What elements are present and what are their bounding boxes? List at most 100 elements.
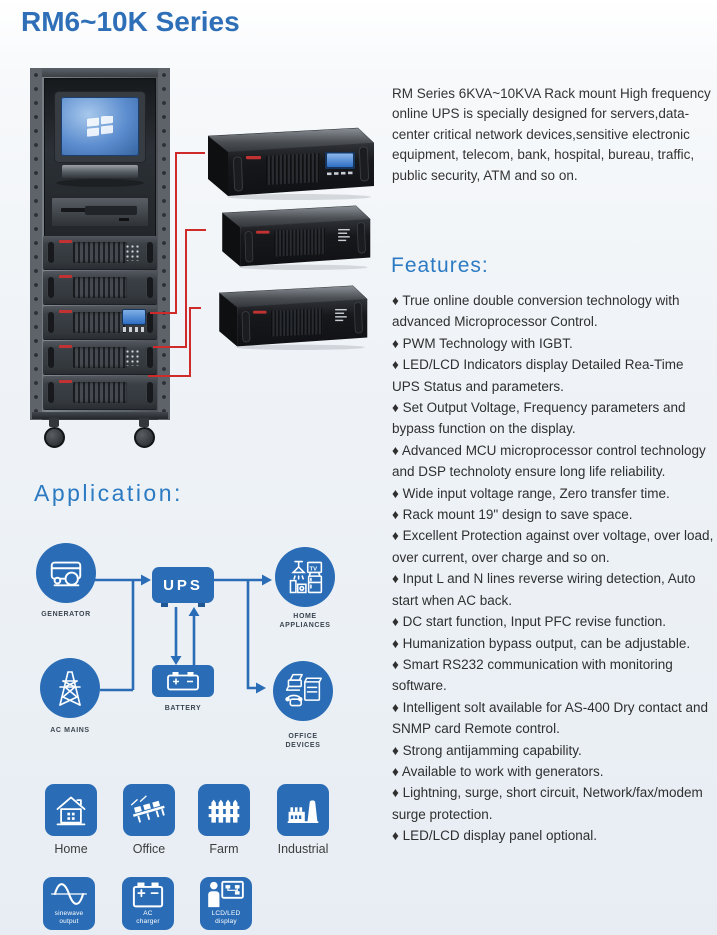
usage-tile-industrial — [277, 784, 329, 836]
feature-item: ♦ PWM Technology with IGBT. — [392, 335, 573, 351]
rack-module — [43, 236, 157, 269]
industrial-factory-icon — [287, 800, 319, 824]
feature-item: ♦ LED/LCD Indicators display Detailed Re… — [392, 357, 684, 394]
office-devices-icon — [285, 673, 322, 707]
brand-logo — [246, 156, 261, 160]
monitor-bay — [44, 78, 156, 238]
cd-drive-slot — [85, 205, 137, 215]
brand-logo — [59, 275, 72, 278]
feature-item: ♦ Advanced MCU microprocessor control te… — [392, 442, 706, 480]
connector-lines — [148, 152, 206, 377]
brand-logo — [59, 345, 72, 348]
monitor-screen — [61, 97, 139, 156]
rack-module — [43, 376, 157, 409]
generator-label: GENERATOR — [41, 611, 91, 618]
usage-caption-home: Home — [54, 842, 88, 856]
rack-module — [43, 341, 157, 374]
usage-caption-industrial: Industrial — [277, 842, 329, 856]
feature-item: ♦ True online double conversion technolo… — [392, 293, 680, 330]
usage-tile-home — [45, 784, 97, 836]
feature-item: ♦ Input L and N lines reverse wiring det… — [392, 571, 696, 608]
farm-fence-icon — [208, 799, 240, 823]
home-appliances-label: HOME APPLIANCES — [279, 613, 331, 629]
feature-item: ♦ Humanization bypass output, can be adj… — [392, 635, 691, 651]
tile-label: AC charger — [136, 910, 160, 925]
features-heading: Features: — [391, 254, 489, 277]
server-rack-photo — [30, 68, 170, 448]
tile-label: sinewave output — [54, 910, 84, 925]
tile-label: LCD/LED display — [211, 910, 241, 925]
feature-item: ♦ Available to work with generators. — [392, 763, 604, 779]
feature-item: ♦ DC start function, Input PFC revise fu… — [392, 614, 667, 630]
ac-mains-node — [40, 658, 100, 718]
home-icon — [56, 796, 86, 826]
ups-label: UPS — [163, 576, 203, 594]
rack-module-with-lcd — [43, 306, 157, 339]
feature-item: ♦ Excellent Protection against over volt… — [392, 528, 714, 565]
feature-item: ♦ Set Output Voltage, Frequency paramete… — [392, 400, 686, 437]
features-list: ♦ True online double conversion technolo… — [392, 290, 714, 847]
ac-mains-tower-icon — [59, 671, 81, 706]
brand-logo — [256, 230, 270, 234]
ups-unit-photo-2 — [221, 205, 371, 270]
office-icon — [130, 795, 165, 823]
feature-item: ♦ Lightning, surge, short circuit, Netwo… — [392, 785, 703, 822]
rack-right-post — [158, 68, 170, 420]
usage-caption-office: Office — [132, 842, 166, 856]
home-appliances-icon: TV — [289, 560, 323, 594]
tv-label: TV — [310, 566, 318, 572]
ups-unit-photo-1 — [207, 127, 374, 200]
brand-logo — [59, 240, 72, 243]
rack-frame — [30, 68, 170, 420]
usage-tile-lcd-display: LCD/LED display — [200, 877, 252, 930]
windows-flag-icon — [87, 115, 113, 137]
brand-logo — [59, 310, 72, 313]
module-buttons — [123, 327, 145, 332]
feature-item: ♦ Intelligent solt available for AS-400 … — [392, 699, 709, 737]
usage-tile-farm — [198, 784, 250, 836]
feature-item: ♦ Smart RS232 communication with monitor… — [392, 656, 673, 694]
caster-wheel — [134, 418, 155, 448]
rack-left-post — [30, 68, 42, 420]
ups-box-foot — [161, 603, 168, 607]
rack-ups-modules — [43, 236, 157, 411]
product-description: RM Series 6KVA~10KVA Rack mount High fre… — [392, 86, 711, 183]
battery-node — [152, 665, 214, 697]
ups-unit-photo-3 — [218, 285, 368, 350]
module-lcd-display — [123, 310, 145, 324]
application-diagram: GENERATOR UPS TV — [0, 520, 380, 765]
ac-charger-battery-icon — [132, 882, 164, 908]
home-appliances-node: TV — [275, 547, 335, 607]
drive-button — [119, 218, 129, 221]
feature-item: ♦ LED/LCD display panel optional. — [392, 828, 598, 844]
feature-item: ♦ Strong antijamming capability. — [392, 742, 582, 758]
rack-base — [32, 412, 168, 419]
brand-logo — [59, 380, 72, 383]
feature-item: ♦ Rack mount 19" design to save space. — [392, 507, 633, 523]
office-devices-label: OFFICE DEVICES — [285, 733, 321, 749]
usage-caption-farm: Farm — [209, 842, 239, 856]
rack-top-beam — [30, 68, 170, 77]
battery-icon — [167, 672, 199, 691]
crt-foot — [56, 179, 144, 187]
lcd-led-display-icon — [208, 880, 244, 908]
usage-tile-office — [123, 784, 175, 836]
crt-base — [62, 165, 138, 178]
sinewave-icon — [51, 883, 87, 905]
application-heading: Application: — [34, 480, 183, 506]
usage-tile-ac-charger: AC charger — [122, 877, 174, 930]
brand-logo — [253, 310, 267, 314]
rack-module — [43, 271, 157, 304]
office-devices-node — [273, 661, 333, 721]
usage-tile-sinewave: sinewave output — [43, 877, 95, 930]
floppy-slot — [61, 208, 87, 212]
generator-node — [36, 543, 96, 603]
battery-label: BATTERY — [164, 705, 202, 712]
diagram-lines — [92, 574, 272, 694]
feature-item: ♦ Wide input voltage range, Zero transfe… — [392, 485, 670, 501]
ac-mains-label: AC MAINS — [50, 727, 90, 734]
page-title: RM6~10K Series — [21, 6, 240, 37]
generator-icon — [50, 561, 82, 587]
crt-monitor — [54, 91, 146, 163]
